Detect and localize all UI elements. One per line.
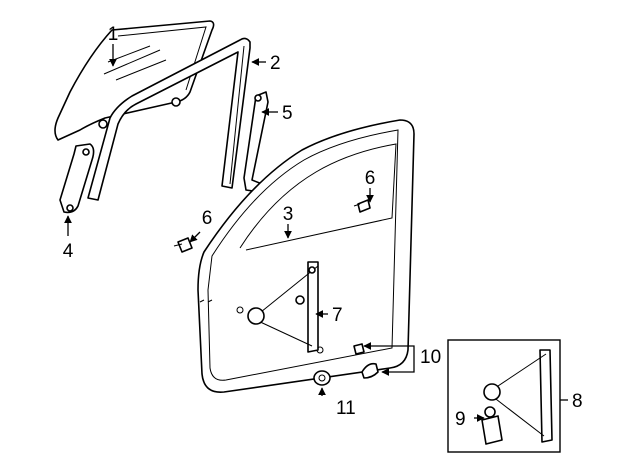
window-regulator-part	[247, 261, 319, 353]
callout-leaders	[64, 44, 568, 422]
front-door-shell	[197, 119, 415, 393]
clip-parts	[353, 343, 379, 379]
callout-3: 3	[283, 204, 294, 225]
division-bar-channel-part	[243, 91, 269, 193]
callout-2: 2	[270, 53, 281, 74]
callout-6-upper: 6	[365, 168, 376, 189]
grommet-part	[313, 370, 331, 386]
bolt-part-upper	[353, 199, 371, 213]
door-glass-part	[54, 20, 215, 141]
lower-sash-channel-part	[59, 143, 95, 214]
callout-numbers: 1 2 3 4 5 6 6 7 8 9 10 11	[63, 24, 583, 430]
callout-10: 10	[420, 347, 441, 368]
callout-5: 5	[282, 103, 293, 124]
callout-8: 8	[572, 391, 583, 412]
callout-6-lower: 6	[202, 208, 213, 229]
callout-4: 4	[63, 241, 74, 262]
bolt-part-lower	[173, 237, 193, 253]
callout-1: 1	[108, 24, 119, 45]
glass-run-channel-part	[87, 37, 251, 201]
callout-7: 7	[332, 305, 343, 326]
callout-11: 11	[336, 398, 356, 419]
callout-9: 9	[455, 409, 466, 430]
regulator-assembly-inset	[447, 339, 561, 453]
